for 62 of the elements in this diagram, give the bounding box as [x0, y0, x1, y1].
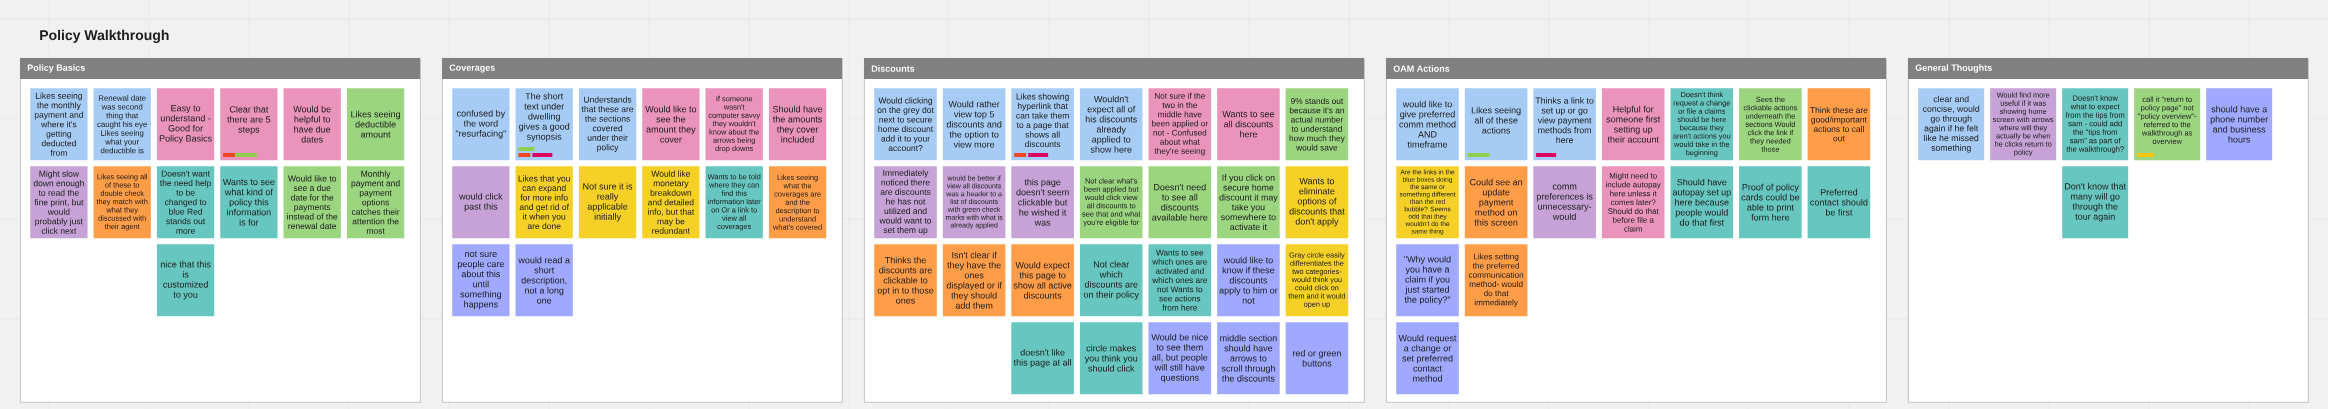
sticky-note: Could see an update payment method on this screen — [1464, 166, 1528, 239]
sticky-note: Wants to see what kind of policy this information is for — [220, 166, 278, 239]
sticky-note: Don't know that many will go through the tour again — [2062, 166, 2129, 239]
sticky-note: would like to give preferred comm method AND timeframe — [1396, 88, 1459, 161]
sticky-note: Thinks the discounts are clickable to opt in to those ones — [874, 244, 937, 317]
sticky-note: Wants to see all discounts here — [1217, 88, 1280, 161]
sticky-note: this page doesn't seem clickable but he wished it was — [1011, 166, 1074, 239]
sticky-note: Understands that these are the sections covered under their policy — [578, 88, 637, 161]
sticky-note: Would be helpful to have due dates — [283, 88, 341, 161]
sticky-note: comm preferences is unnecessary- would — [1533, 166, 1596, 239]
sticky-note: Monthly payment and payment options catches their attention the most — [346, 166, 405, 239]
sticky-note: Easy to understand - Good for Policy Basics — [156, 88, 215, 161]
sticky-note: Wants to see which ones are activated and which ones are not Wants to see actions from here — [1148, 244, 1212, 317]
sticky-note: Not clear which discounts are on their policy — [1079, 244, 1143, 317]
sticky-note: Should have autopay set up here because people would do that first — [1670, 166, 1734, 239]
sticky-note: would like to know if these discounts apply to him or not — [1217, 244, 1280, 317]
sticky-note: Wouldn't expect all of his discounts already applied to show here — [1079, 88, 1143, 161]
sticky-note: should have a phone number and business hours — [2206, 88, 2273, 161]
sticky-note: not sure people care about this until something happens — [452, 244, 510, 317]
sticky-note: The short text under dwelling gives a good synopsis — [515, 88, 573, 161]
sticky-note: Likes showing hyperlink that can take them to a page that shows all discounts — [1011, 88, 1074, 161]
sticky-note: Think these are good/important actions to call out — [1807, 88, 1871, 161]
sticky-note: Would like to see a due date for the payments instead of the renewal date — [283, 166, 341, 239]
sticky-note: Would be nice to see them all, but people will still have questions — [1148, 322, 1212, 395]
sticky-note: Not sure it is really applicable initially — [578, 166, 637, 239]
sticky-note: Would expect this page to show all active discounts — [1011, 244, 1074, 317]
sticky-note: Clear that there are 5 steps — [220, 88, 278, 161]
sticky-note: Isn't clear if they have the ones displayed or if they should add them — [942, 244, 1006, 317]
board-title: Policy Walkthrough — [40, 29, 169, 43]
sticky-note: Thinks a link to set up or go view payment methods from here — [1533, 88, 1596, 161]
sticky-note: Likes seeing the monthly payment and where it's getting deducted from — [30, 88, 88, 161]
sticky-note: clear and concise, would go through again if he felt like he missed something — [1918, 88, 1985, 161]
sticky-note: would click past this — [452, 166, 510, 239]
sticky-note: red or green buttons — [1285, 322, 1349, 395]
sticky-note: nice that this is customized to you — [156, 244, 215, 317]
sticky-note: middle section should have arrows to scroll through the discounts — [1217, 322, 1280, 395]
sticky-note: 9% stands out because it's an actual number to understand how much they would save — [1285, 88, 1349, 161]
sticky-note: Would request a change or set preferred contact method — [1396, 322, 1459, 395]
sticky-note: Likes setting the preferred communication method- would do that immediately — [1464, 244, 1528, 317]
sticky-note: Doesn't want the need help to be changed to blue Red stands out more — [156, 166, 215, 239]
sticky-note: doesn't like this page at all — [1011, 322, 1074, 395]
sticky-note: Helpful for someone first setting up their account — [1601, 88, 1665, 161]
sticky-note: Proof of policy cards could be able to print form here — [1739, 166, 1802, 239]
sticky-note: Preferred contact should be first — [1807, 166, 1871, 239]
sticky-note: circle makes you think you should click — [1079, 322, 1143, 395]
sticky-note: Not sure if the two in the middle have been applied or not - Confused about what they're seeing — [1148, 88, 1212, 161]
sticky-note: Might slow down enough to read the fine print, but would probably just click next — [30, 166, 88, 239]
sticky-note: Immediately noticed there are discounts he has not utilized and would want to set them up — [874, 166, 937, 239]
sticky-note: Likes that you can expand for more info and get rid of it when you are done — [515, 166, 573, 239]
sticky-note: Doesn't need to see all discounts available here — [1148, 166, 1212, 239]
sticky-note: Wants to eliminate options of discounts that don't apply — [1285, 166, 1349, 239]
sticky-note: If you click on secure home discount it may take you somewhere to activate it — [1217, 166, 1280, 239]
sticky-note: Likes seeing all of these actions — [1464, 88, 1528, 161]
sticky-note: confused by the word "resurfacing" — [452, 88, 510, 161]
sticky-note: Would like monetary breakdown and detailed info, but that may be redundant — [642, 166, 700, 239]
sticky-note: Would rather view top 5 discounts and the option to view more — [942, 88, 1006, 161]
sticky-note: Likes seeing deductible amount — [346, 88, 405, 161]
sticky-note: Would like to see the amount they cover — [642, 88, 700, 161]
sticky-note: "Why would you have a claim if you just started the policy?" — [1396, 244, 1459, 317]
sticky-note: Would clicking on the grey dot next to secure home discount add it to your account? — [874, 88, 937, 161]
sticky-note: would read a short description, not a long one — [515, 244, 573, 317]
sticky-note: Should have the amounts they cover included — [768, 88, 827, 161]
